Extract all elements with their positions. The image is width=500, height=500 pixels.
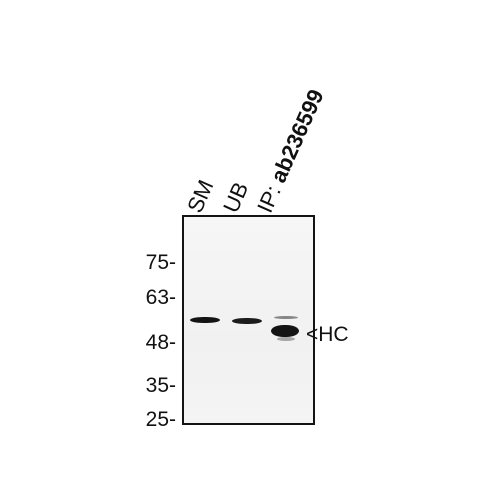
band-sm-hc (190, 317, 220, 323)
band-ip-upper (274, 316, 298, 319)
lane-label-ip-antibody: ab236599 (265, 85, 329, 187)
band-ip-hc (271, 325, 299, 337)
marker-35: 35- (145, 374, 176, 397)
lane-label-ub: UB (218, 178, 254, 217)
lane-label-sm: SM (182, 176, 219, 217)
marker-48: 48- (145, 331, 176, 354)
band-ub-hc (232, 318, 262, 324)
blot-membrane (182, 215, 315, 425)
marker-63: 63- (145, 286, 176, 309)
lane-label-sm-text: SM (182, 176, 219, 217)
band-ip-smear (277, 337, 295, 341)
lane-label-ip: IP: ab236599 (252, 85, 329, 217)
marker-75: 75- (145, 251, 176, 274)
lane-label-ub-text: UB (218, 178, 254, 217)
marker-25: 25- (145, 408, 176, 431)
hc-annotation: <HC (306, 323, 349, 346)
